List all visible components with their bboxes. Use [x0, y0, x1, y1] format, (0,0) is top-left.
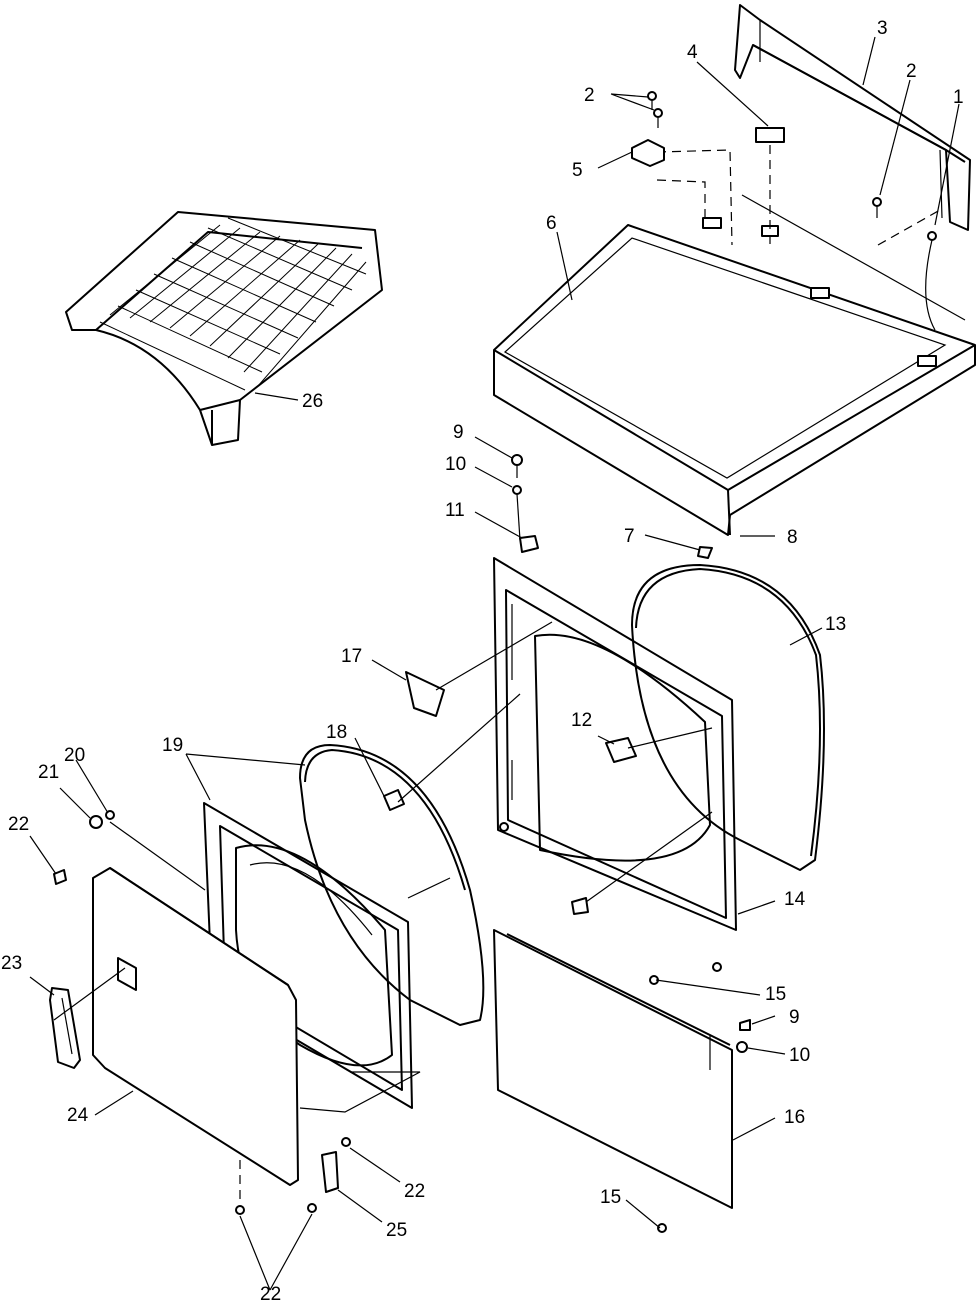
screw-15-lower [657, 1223, 667, 1233]
callout-3: 3 [877, 18, 888, 39]
screw-1 [925, 231, 937, 331]
hinge-bracket-5 [631, 139, 665, 167]
tab-front [917, 355, 937, 367]
screw-22-right [341, 1137, 351, 1147]
callout-16: 16 [784, 1107, 805, 1128]
washer-10-lower [736, 1041, 748, 1053]
outer-door [92, 867, 299, 1186]
tab-left [702, 217, 722, 229]
callout-6: 6 [546, 213, 557, 234]
callout-25: 25 [386, 1220, 407, 1241]
callout-9-top: 9 [453, 422, 464, 443]
drying-rack [65, 211, 383, 446]
door-handle-23 [49, 987, 81, 1069]
front-panel-frame [493, 557, 737, 972]
label-4 [755, 127, 785, 143]
clip-18 [383, 789, 405, 811]
screw-22-bottom-b [307, 1203, 317, 1213]
callout-2-left: 2 [584, 85, 595, 106]
screw-2-right [872, 197, 882, 218]
callout-22-left: 22 [8, 814, 29, 835]
callout-13: 13 [825, 614, 846, 635]
callout-2-right: 2 [906, 61, 917, 82]
front-seal-13 [631, 564, 825, 871]
callout-20: 20 [64, 745, 85, 766]
callout-14: 14 [784, 889, 806, 910]
callout-9-lower: 9 [789, 1007, 800, 1028]
callout-12: 12 [571, 710, 592, 731]
tab-right [810, 287, 830, 299]
clip-11 [519, 535, 539, 553]
pad-17 [405, 671, 445, 717]
callout-15-lower: 15 [600, 1187, 621, 1208]
callout-24: 24 [67, 1105, 89, 1126]
callout-10-top: 10 [445, 454, 466, 475]
screw-2-pair [647, 91, 663, 128]
top-panel [493, 194, 976, 536]
washer-10-top [512, 485, 522, 495]
callout-11: 11 [445, 500, 465, 521]
callout-4: 4 [687, 42, 698, 63]
callout-17: 17 [341, 646, 362, 667]
callout-26: 26 [302, 391, 323, 412]
door-inner-assembly [203, 744, 485, 1109]
callout-19: 19 [162, 735, 183, 756]
screw-9-top [511, 454, 523, 478]
callout-5: 5 [572, 160, 583, 181]
hinge-25 [321, 1151, 339, 1193]
callout-22-bottom: 22 [260, 1284, 281, 1305]
callout-10-lower: 10 [789, 1045, 810, 1066]
callout-18: 18 [326, 722, 347, 743]
lower-access-panel [493, 929, 733, 1209]
clip-lower [571, 897, 589, 915]
screw-7 [697, 546, 713, 559]
callout-21: 21 [38, 762, 59, 783]
callout-8: 8 [787, 527, 798, 548]
control-backguard [734, 4, 971, 231]
screw-22-left [53, 869, 67, 885]
screw-22-bottom-a [235, 1205, 245, 1215]
callout-1: 1 [953, 87, 964, 108]
callout-15-upper: 15 [765, 984, 786, 1005]
callout-7: 7 [624, 526, 635, 547]
callout-23: 23 [1, 953, 22, 974]
hinge-21 [89, 815, 103, 829]
screw-9-lower [739, 1019, 751, 1031]
callout-22-right: 22 [404, 1181, 425, 1202]
